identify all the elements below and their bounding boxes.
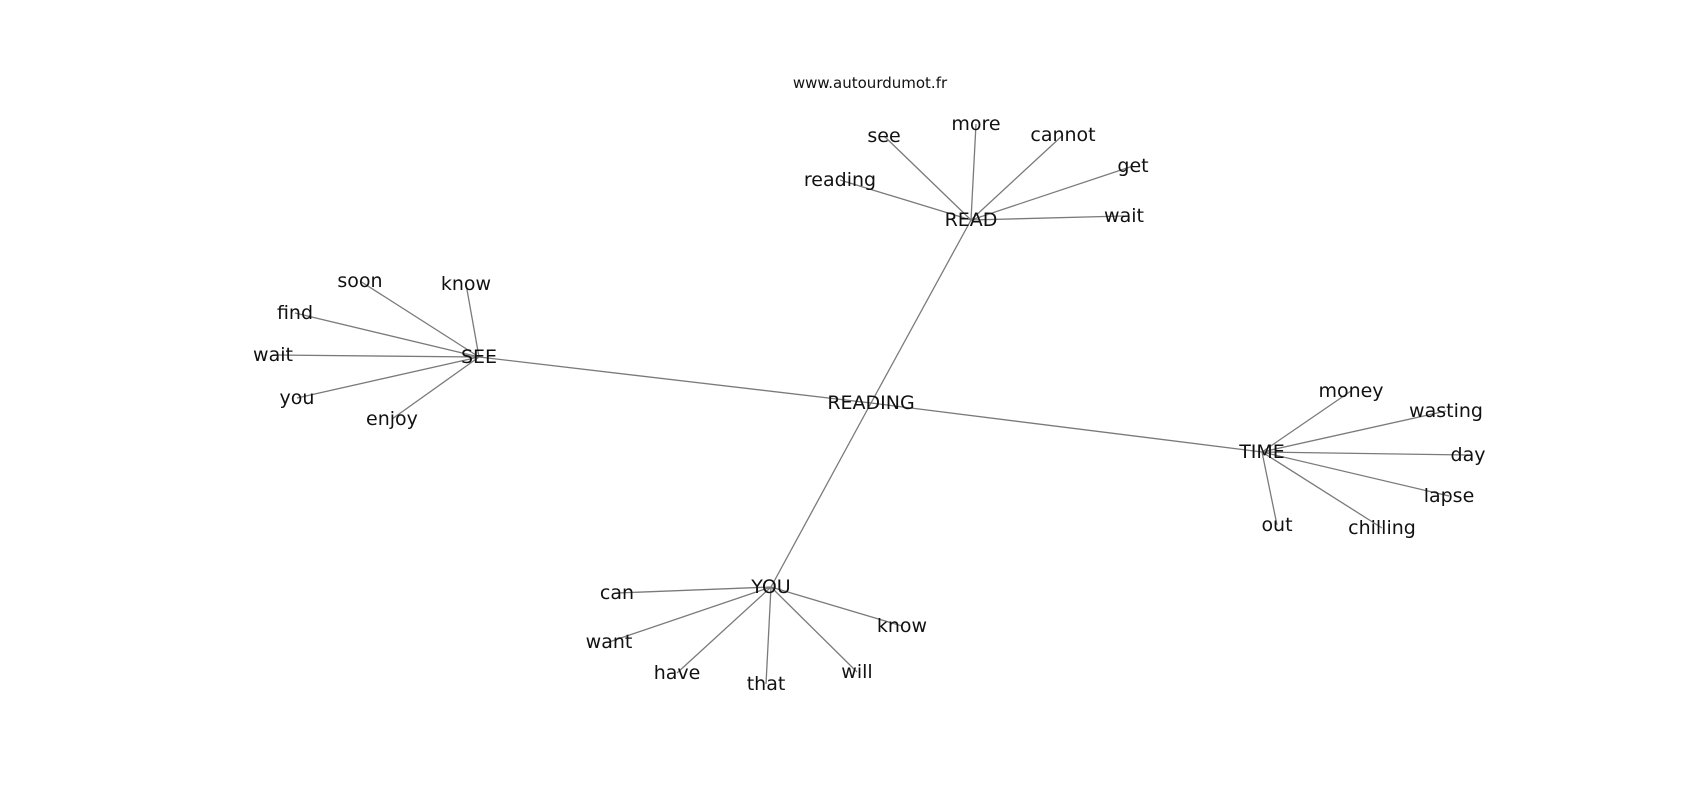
edge-you-will: [770, 586, 858, 673]
leaf-node-see-you: you: [280, 387, 315, 409]
leaf-node-see-find: find: [277, 302, 313, 324]
edge-see-you: [296, 356, 480, 399]
edge-time-day: [1261, 451, 1469, 456]
edge-read-more: [970, 123, 977, 221]
leaf-node-see-soon: soon: [337, 270, 382, 292]
leaf-node-read-wait: wait: [1104, 205, 1144, 227]
edge-you-have: [676, 586, 772, 674]
hub-node-see: SEE: [461, 346, 497, 368]
leaf-node-read-more: more: [951, 113, 1000, 135]
edge-layer: [272, 123, 1469, 685]
edge-center-read: [870, 219, 972, 404]
leaf-node-see-know: know: [441, 273, 491, 295]
edge-center-see: [478, 356, 872, 404]
leaf-node-you-have: have: [654, 662, 701, 684]
edge-you-that: [765, 586, 772, 685]
edge-you-know: [770, 586, 903, 627]
leaf-node-read-reading: reading: [804, 169, 876, 191]
edge-time-chilling: [1261, 451, 1383, 529]
leaf-node-time-money: money: [1318, 380, 1383, 402]
leaf-node-read-get: get: [1117, 155, 1148, 177]
edge-see-wait: [272, 354, 480, 358]
edge-read-see: [883, 135, 972, 221]
edge-time-money: [1261, 390, 1352, 453]
edge-read-reading: [839, 179, 972, 221]
edge-you-want: [608, 586, 772, 643]
edge-center-time: [870, 402, 1263, 453]
leaf-node-you-can: can: [600, 582, 634, 604]
edge-time-wasting: [1261, 410, 1447, 453]
hub-node-read: READ: [945, 209, 998, 231]
edge-read-wait: [970, 215, 1125, 221]
edge-time-lapse: [1261, 451, 1450, 497]
edge-read-cannot: [970, 134, 1064, 221]
leaf-node-time-chilling: chilling: [1348, 517, 1416, 539]
leaf-node-you-that: that: [747, 673, 786, 695]
edge-see-enjoy: [391, 356, 480, 420]
center-node-reading: READING: [827, 392, 914, 414]
edge-read-get: [970, 165, 1134, 221]
edge-time-out: [1261, 451, 1278, 526]
edge-see-find: [294, 312, 480, 358]
leaf-node-you-know: know: [877, 615, 927, 637]
leaf-node-time-lapse: lapse: [1424, 485, 1475, 507]
leaf-node-time-day: day: [1451, 444, 1486, 466]
edge-center-you: [770, 402, 872, 588]
edge-see-soon: [359, 280, 480, 358]
edge-you-can: [616, 586, 772, 594]
leaf-node-read-see: see: [867, 125, 900, 147]
leaf-node-you-want: want: [586, 631, 633, 653]
leaf-node-see-wait: wait: [253, 344, 293, 366]
edge-see-know: [465, 283, 480, 358]
leaf-node-see-enjoy: enjoy: [366, 408, 418, 430]
leaf-node-time-wasting: wasting: [1409, 400, 1483, 422]
leaf-node-you-will: will: [841, 661, 872, 683]
watermark-text: www.autourdumot.fr: [793, 74, 948, 92]
leaf-node-read-cannot: cannot: [1030, 124, 1095, 146]
hub-node-time: TIME: [1238, 441, 1285, 463]
hub-node-you: YOU: [750, 576, 790, 598]
leaf-node-time-out: out: [1261, 514, 1292, 536]
